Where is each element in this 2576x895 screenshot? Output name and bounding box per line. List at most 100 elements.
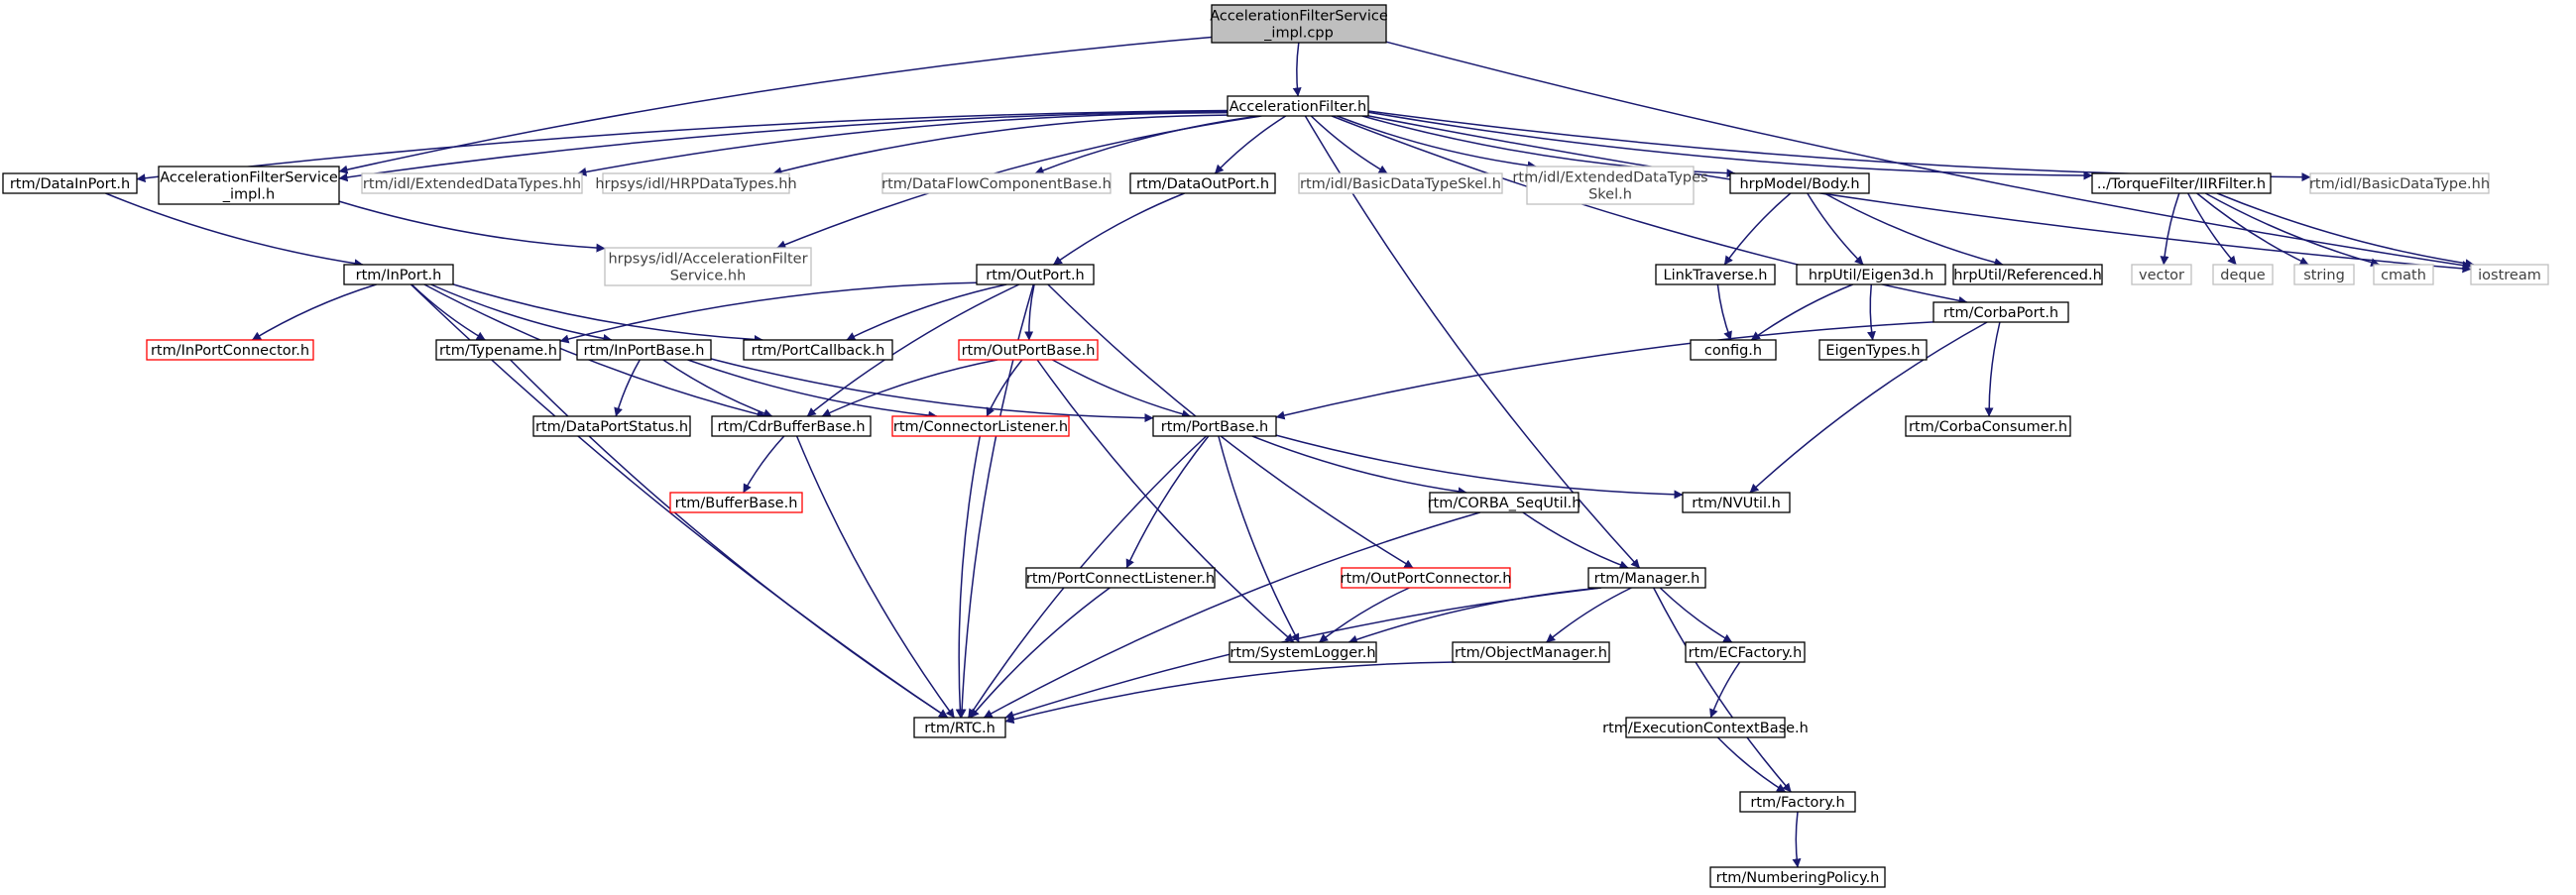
node-label: rtm/InPortConnector.h (151, 343, 309, 359)
node-portbase[interactable]: rtm/PortBase.h (1152, 415, 1277, 437)
edge-af-to-basicskel (1310, 115, 1388, 174)
node-box (1690, 339, 1777, 361)
node-box (1685, 641, 1806, 663)
edge-manager-to-objmanager (1546, 587, 1632, 643)
edge-eigen3d-to-eigentypes (1867, 283, 1876, 341)
edge-af-to-iir (1367, 111, 2093, 180)
node-outportbase[interactable]: rtm/OutPortBase.h (958, 339, 1099, 361)
node-outport[interactable]: rtm/OutPort.h (976, 264, 1095, 285)
edge-af-to-datainport (136, 109, 1229, 183)
node-corbaseq[interactable]: rtm/CORBA_SeqUtil.h (1428, 492, 1581, 513)
node-numpolicy[interactable]: rtm/NumberingPolicy.h (1709, 866, 1886, 888)
node-afs_hh[interactable]: hrpsys/idl/AccelerationFilterService.hh (604, 247, 812, 286)
node-typename[interactable]: rtm/Typename.h (435, 339, 561, 361)
node-box (2131, 264, 2192, 285)
node-label: LinkTraverse.h (1663, 268, 1767, 283)
node-objmanager[interactable]: rtm/ObjectManager.h (1452, 641, 1610, 663)
node-box (1341, 567, 1511, 589)
node-inportbase[interactable]: rtm/InPortBase.h (576, 339, 712, 361)
edge-body-to-linktrav (1723, 192, 1792, 266)
node-root[interactable]: AccelerationFilterService_impl.cpp (1210, 4, 1388, 44)
node-box (1229, 641, 1377, 663)
node-eigen3d[interactable]: hrpUtil/Eigen3d.h (1796, 264, 1946, 285)
node-afs_impl[interactable]: AccelerationFilterService_impl.h (158, 166, 340, 205)
edge-corbaport-to-corbaconsumer (1984, 321, 2001, 417)
node-basic_hh[interactable]: rtm/idl/BasicDataType.hh (2309, 172, 2490, 194)
node-label: rtm/idl/BasicDataTypeSkel.h (1300, 176, 1501, 192)
edge-portbase-to-syslogger (1218, 435, 1300, 643)
node-hrp_hh[interactable]: hrpsys/idl/HRPDataTypes.hh (595, 172, 797, 194)
node-label: _impl.h (222, 187, 275, 203)
node-label: rtm/idl/ExtendedDataTypes.hh (363, 176, 581, 192)
node-label: hrpUtil/Eigen3d.h (1809, 268, 1933, 283)
node-basicskel[interactable]: rtm/idl/BasicDataTypeSkel.h (1298, 172, 1503, 194)
node-nvutil[interactable]: rtm/NVUtil.h (1682, 492, 1791, 513)
node-ecfactory[interactable]: rtm/ECFactory.h (1685, 641, 1806, 663)
edge-inport-to-typename (410, 283, 486, 341)
node-box (1655, 264, 1776, 285)
node-referenced[interactable]: hrpUtil/Referenced.h (1952, 264, 2103, 285)
node-deque[interactable]: deque (2212, 264, 2274, 285)
node-ext_hh[interactable]: rtm/idl/ExtendedDataTypes.hh (361, 172, 583, 194)
node-label: rtm/NVUtil.h (1692, 496, 1781, 511)
edge-body-to-referenced (1823, 192, 2004, 268)
node-factory[interactable]: rtm/Factory.h (1739, 791, 1856, 813)
node-box (2091, 172, 2272, 194)
node-box (2, 172, 138, 194)
node-portcallback[interactable]: rtm/PortCallback.h (743, 339, 893, 361)
node-box (604, 247, 812, 286)
node-iir[interactable]: ../TorqueFilter/IIRFilter.h (2091, 172, 2272, 194)
node-cmath[interactable]: cmath (2373, 264, 2434, 285)
node-manager[interactable]: rtm/Manager.h (1587, 567, 1706, 589)
node-dfcb[interactable]: rtm/DataFlowComponentBase.h (881, 172, 1112, 194)
node-portconnlistener[interactable]: rtm/PortConnectListener.h (1025, 567, 1216, 589)
node-syslogger[interactable]: rtm/SystemLogger.h (1229, 641, 1377, 663)
node-label: hrpUtil/Referenced.h (1953, 268, 2102, 283)
node-iostream[interactable]: iostream (2470, 264, 2549, 285)
node-box (1211, 4, 1387, 44)
node-label: Skel.h (1588, 187, 1632, 203)
edge-corbaport-to-nvutil (1749, 321, 1988, 494)
node-inport[interactable]: rtm/InPort.h (343, 264, 454, 285)
node-af[interactable]: AccelerationFilter.h (1227, 95, 1369, 117)
node-vector[interactable]: vector (2131, 264, 2192, 285)
node-inportconn[interactable]: rtm/InPortConnector.h (146, 339, 314, 361)
node-label: rtm/PortConnectListener.h (1026, 571, 1215, 587)
node-string[interactable]: string (2293, 264, 2355, 285)
node-box (976, 264, 1095, 285)
node-dataoutport[interactable]: rtm/DataOutPort.h (1129, 172, 1276, 194)
edge-af-to-afs_impl (338, 110, 1229, 182)
node-outportconn[interactable]: rtm/OutPortConnector.h (1341, 567, 1512, 589)
node-cdrbuffer[interactable]: rtm/CdrBufferBase.h (711, 415, 872, 437)
node-ecbase[interactable]: rtm/ExecutionContextBase.h (1602, 717, 1809, 738)
node-corbaconsumer[interactable]: rtm/CorbaConsumer.h (1905, 415, 2071, 437)
node-label: iostream (2478, 268, 2541, 283)
edge-iir-to-cmath (2204, 192, 2381, 268)
node-eigentypes[interactable]: EigenTypes.h (1818, 339, 1928, 361)
node-linktrav[interactable]: LinkTraverse.h (1655, 264, 1776, 285)
node-corbaport[interactable]: rtm/CorbaPort.h (1932, 301, 2069, 323)
node-rtc[interactable]: rtm/RTC.h (913, 717, 1006, 738)
node-config[interactable]: config.h (1690, 339, 1777, 361)
edge-datainport-to-inport (105, 192, 364, 269)
node-box (1152, 415, 1277, 437)
node-body[interactable]: hrpModel/Body.h (1729, 172, 1870, 194)
node-box (1682, 492, 1791, 513)
node-label: rtm/idl/BasicDataType.hh (2309, 176, 2490, 192)
node-box (576, 339, 712, 361)
node-label: rtm/DataInPort.h (10, 176, 130, 192)
node-dataportstatus[interactable]: rtm/DataPortStatus.h (532, 415, 691, 437)
edge-inportbase-to-cdrbuffer (662, 359, 773, 418)
node-connlistener[interactable]: rtm/ConnectorListener.h (891, 415, 1070, 437)
node-datainport[interactable]: rtm/DataInPort.h (2, 172, 138, 194)
node-box (1298, 172, 1503, 194)
node-label: rtm/DataPortStatus.h (535, 419, 688, 435)
node-box (1429, 492, 1580, 513)
node-box (1025, 567, 1216, 589)
edge-iir-to-string (2196, 192, 2309, 266)
node-bufferbase[interactable]: rtm/BufferBase.h (669, 492, 803, 513)
edge-af-to-afs_hh (776, 115, 1262, 249)
node-label: rtm/OutPortBase.h (962, 343, 1096, 359)
